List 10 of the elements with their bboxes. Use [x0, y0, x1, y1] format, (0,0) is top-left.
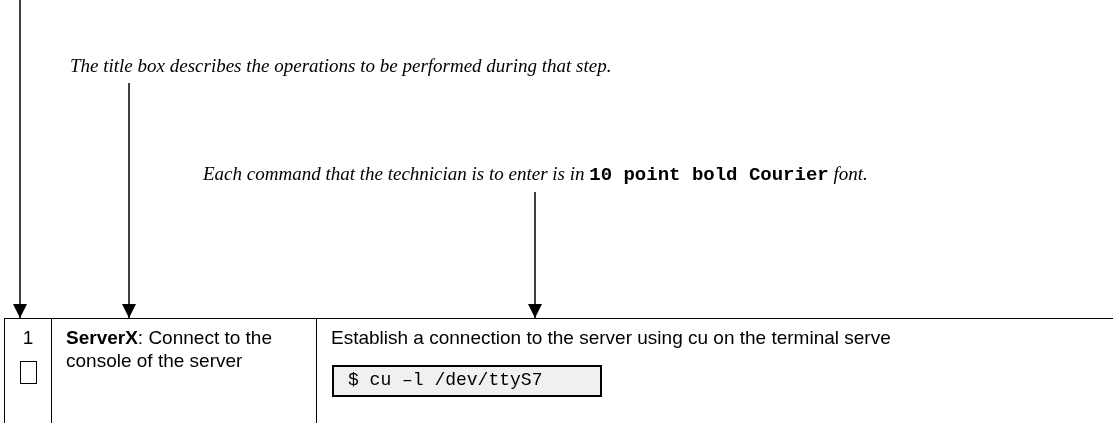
step-title: ServerX: Connect to the console of the server	[66, 327, 273, 373]
instruction-text: Establish a connection to the server using cu on the terminal serve	[331, 327, 892, 350]
arrow	[13, 0, 27, 319]
step-number-cell	[4, 318, 52, 423]
arrow	[122, 82, 136, 319]
annotation-text: The title box describes the operations to be performed during that step.	[70, 55, 612, 77]
step-number: 1	[21, 327, 35, 350]
command-box: $ cu –l /dev/ttyS7	[332, 365, 602, 397]
annotation-text: Each command that the technician is to enter is in 10 point bold Courier font.	[203, 163, 868, 186]
arrow	[528, 191, 542, 319]
